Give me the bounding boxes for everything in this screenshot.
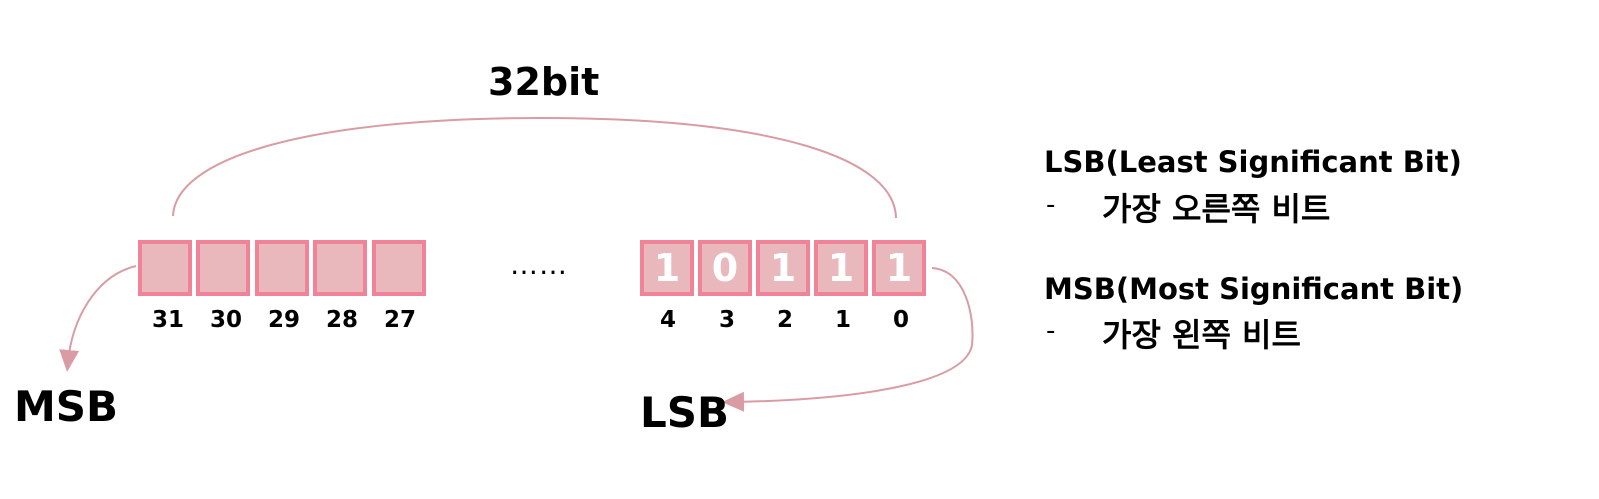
bit-index-31: 31 xyxy=(151,307,184,333)
bit-cell-31 xyxy=(138,240,192,296)
bit-cell-27 xyxy=(372,240,426,296)
msb-definition-dash: - xyxy=(1046,316,1056,346)
bit-index-29: 29 xyxy=(267,307,300,333)
msb-arrow xyxy=(59,265,137,372)
msb-label: MSB xyxy=(14,382,119,431)
lsb-label: LSB xyxy=(640,388,730,437)
bit-cell-1: 1 xyxy=(814,240,868,296)
lsb-definition-desc: 가장 오른쪽 비트 xyxy=(1102,190,1331,228)
bit-cell-4: 1 xyxy=(640,240,694,296)
bit-cell-0: 1 xyxy=(872,240,926,296)
bit-index-1: 1 xyxy=(834,307,851,333)
bit-cell-29 xyxy=(255,240,309,296)
bit-index-0: 0 xyxy=(892,307,909,333)
bit-index-2: 2 xyxy=(776,307,793,333)
lsb-definition-dash: - xyxy=(1046,190,1056,220)
bit-index-3: 3 xyxy=(718,307,735,333)
span-arc xyxy=(172,116,897,219)
ellipsis: …… xyxy=(510,248,568,281)
bit-cell-3: 0 xyxy=(698,240,752,296)
bit-width-label: 32bit xyxy=(488,60,600,104)
msb-definition-title: MSB(Most Significant Bit) xyxy=(1044,272,1464,306)
bit-cell-2: 1 xyxy=(756,240,810,296)
bit-index-28: 28 xyxy=(325,307,358,333)
bit-index-4: 4 xyxy=(659,307,676,333)
lsb-definition-title: LSB(Least Significant Bit) xyxy=(1044,145,1462,179)
bit-index-27: 27 xyxy=(383,307,416,333)
msb-definition-desc: 가장 왼쪽 비트 xyxy=(1102,316,1301,354)
bit-cell-30 xyxy=(196,240,250,296)
lsb-arrow xyxy=(722,267,974,412)
bit-cell-28 xyxy=(313,240,367,296)
bit-index-30: 30 xyxy=(209,307,242,333)
